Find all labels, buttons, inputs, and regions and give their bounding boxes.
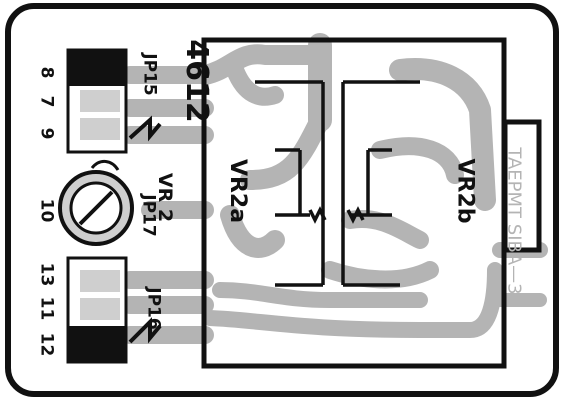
vr2b-schematic xyxy=(341,80,420,287)
pot-label-vr2b: VR2b xyxy=(452,158,478,224)
jumper-label-jp15: JP15 xyxy=(139,53,160,96)
pin-label-9: 9 xyxy=(36,127,57,140)
pin-label-11: 11 xyxy=(36,296,57,321)
jumper-jp16 xyxy=(66,256,162,364)
pin-label-12: 12 xyxy=(36,332,57,357)
jumper-jp15 xyxy=(66,48,162,154)
trimmer-label-vr2: VR 2 xyxy=(154,172,177,223)
trimmer-vr2 xyxy=(58,160,134,246)
jumper-label-jp16: JP16 xyxy=(143,287,164,330)
pin-label-7: 7 xyxy=(36,95,57,108)
pot-label-vr2a: VR2a xyxy=(225,158,251,224)
edge-text: TAEPMT SIBA—3 xyxy=(503,147,525,295)
pot-body-outline xyxy=(201,37,507,369)
copper-traces xyxy=(121,33,548,344)
pin-label-13: 13 xyxy=(36,262,57,287)
pin-label-10: 10 xyxy=(36,198,57,223)
vr2a-schematic xyxy=(255,80,327,287)
part-number-label: 4612 xyxy=(178,39,214,123)
pin-label-8: 8 xyxy=(36,66,57,79)
